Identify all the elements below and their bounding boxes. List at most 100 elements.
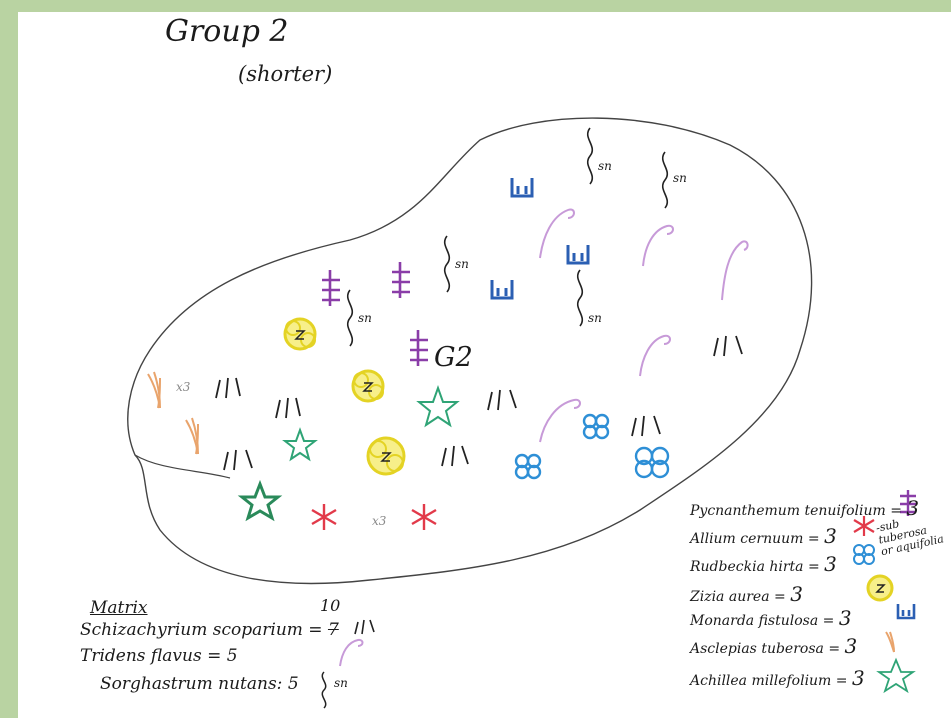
purple-hook-icon xyxy=(339,638,364,667)
legend-icons xyxy=(853,490,916,694)
multiplier-label: x3 xyxy=(372,514,387,528)
monarda-group xyxy=(490,178,590,300)
grass-strokes-icon xyxy=(487,389,517,411)
purple-hook-icon xyxy=(642,224,674,267)
squiggle-sn-icon xyxy=(586,127,594,185)
green-star-icon xyxy=(237,479,283,522)
grass-strokes-icon xyxy=(215,377,241,399)
legend-name: Pycnanthemum tenuifolium xyxy=(690,503,886,519)
legend-name: Asclepias tuberosa xyxy=(690,641,824,657)
purple-hook-icon xyxy=(639,334,671,377)
legend-count: 3 xyxy=(851,666,865,690)
pycnanthemum-group xyxy=(322,262,428,366)
zizia-group xyxy=(283,317,406,476)
cup-glyph-icon xyxy=(896,604,916,620)
matrix-revised-count: 10 xyxy=(320,596,341,615)
legend-count: 3 xyxy=(838,606,852,630)
sedge-label: sn xyxy=(673,171,687,185)
hash-stroke-icon xyxy=(392,262,410,298)
yellow-flower-icon xyxy=(283,317,317,351)
matrix-row: Schizachyrium scoparium = 7 xyxy=(80,620,339,640)
legend-name: Achillea millefolium xyxy=(690,673,832,689)
legend-name: Rudbeckia hirta xyxy=(690,559,804,575)
sorghastrum-squiggles xyxy=(346,127,669,347)
page-title: Group 2 xyxy=(165,14,289,49)
orange-blades-icon xyxy=(185,417,199,455)
legend-item: Rudbeckia hirta = 3 xyxy=(690,552,837,576)
blue-flower-icon xyxy=(853,544,875,565)
matrix-heading: Matrix xyxy=(90,598,148,618)
legend-item: Zizia aurea = 3 xyxy=(690,582,803,606)
legend-item: Pycnanthemum tenuifolium = 3 xyxy=(690,496,920,520)
matrix-name: Tridens flavus xyxy=(80,646,202,666)
orange-blades-icon xyxy=(885,631,895,653)
allium-group xyxy=(311,504,437,530)
matrix-count: 7 xyxy=(327,620,339,640)
green-star-icon xyxy=(876,657,916,694)
purple-hook-icon xyxy=(721,240,749,301)
bed-label: G2 xyxy=(434,342,473,373)
grass-strokes-icon xyxy=(275,397,301,419)
cup-glyph-icon xyxy=(490,280,514,300)
matrix-name: Sorghastrum nutans xyxy=(100,674,277,694)
sedge-label: sn xyxy=(588,311,602,325)
yellow-flower-icon xyxy=(366,436,406,476)
matrix-sn-label: sn xyxy=(334,676,348,690)
green-star-icon xyxy=(416,385,460,428)
orange-blades-icon xyxy=(147,371,161,409)
grass-strokes-icon xyxy=(631,415,661,437)
sedge-label: sn xyxy=(455,257,469,271)
blue-flower-icon xyxy=(582,413,610,440)
matrix-count: 5 xyxy=(226,646,238,666)
asterisk-flower-icon xyxy=(853,516,875,536)
legend-name: Allium cernuum xyxy=(690,531,804,547)
cup-glyph-icon xyxy=(566,245,590,265)
matrix-row: Sorghastrum nutans: 5 xyxy=(100,674,299,694)
matrix-count: 5 xyxy=(287,674,299,694)
paper-sheet xyxy=(18,12,951,718)
sedge-label: sn xyxy=(598,159,612,173)
squiggle-sn-icon xyxy=(321,671,327,709)
tridens-group xyxy=(539,208,749,443)
legend-count: 3 xyxy=(824,552,837,576)
legend-item: Monarda fistulosa = 3 xyxy=(690,606,852,630)
schizachyrium-group xyxy=(215,335,743,471)
yellow-flower-icon xyxy=(866,574,894,602)
legend-name: Zizia aurea xyxy=(690,589,770,605)
legend-name: Monarda fistulosa xyxy=(690,613,819,629)
achillea-group xyxy=(237,385,460,522)
matrix-icons xyxy=(321,619,375,709)
asterisk-flower-icon xyxy=(411,504,437,530)
squiggle-sn-icon xyxy=(576,269,584,327)
matrix-row: Tridens flavus = 5 xyxy=(80,646,238,666)
legend-item: Asclepias tuberosa = 3 xyxy=(690,634,858,658)
green-star-icon xyxy=(282,427,318,462)
grass-strokes-icon xyxy=(223,449,253,471)
hash-stroke-icon xyxy=(322,270,340,306)
grass-strokes-icon xyxy=(713,335,743,357)
cup-glyph-icon xyxy=(510,178,534,198)
rudbeckia-group xyxy=(514,413,670,480)
legend-item: Achillea millefolium = 3 xyxy=(690,666,865,690)
grass-strokes-icon xyxy=(441,445,469,467)
legend-item: Allium cernuum = 3 xyxy=(690,524,837,548)
legend-count: 3 xyxy=(844,634,858,658)
page-subtitle: (shorter) xyxy=(238,62,333,86)
multiplier-label: x3 xyxy=(176,380,191,394)
purple-hook-icon xyxy=(539,208,575,259)
squiggle-sn-icon xyxy=(443,235,451,293)
grass-strokes-icon xyxy=(354,619,375,635)
sedge-label: sn xyxy=(358,311,372,325)
yellow-flower-icon xyxy=(351,369,385,403)
purple-hook-icon xyxy=(539,398,581,443)
matrix-name: Schizachyrium scoparium xyxy=(80,620,303,640)
hash-stroke-icon xyxy=(900,490,916,516)
blue-flower-icon xyxy=(514,453,542,480)
legend-count: 3 xyxy=(906,496,920,520)
asclepias-group xyxy=(147,371,199,455)
squiggle-sn-icon xyxy=(661,151,669,209)
legend-count: 3 xyxy=(790,582,803,606)
blue-flower-icon xyxy=(634,446,670,479)
legend-count: 3 xyxy=(824,524,837,548)
